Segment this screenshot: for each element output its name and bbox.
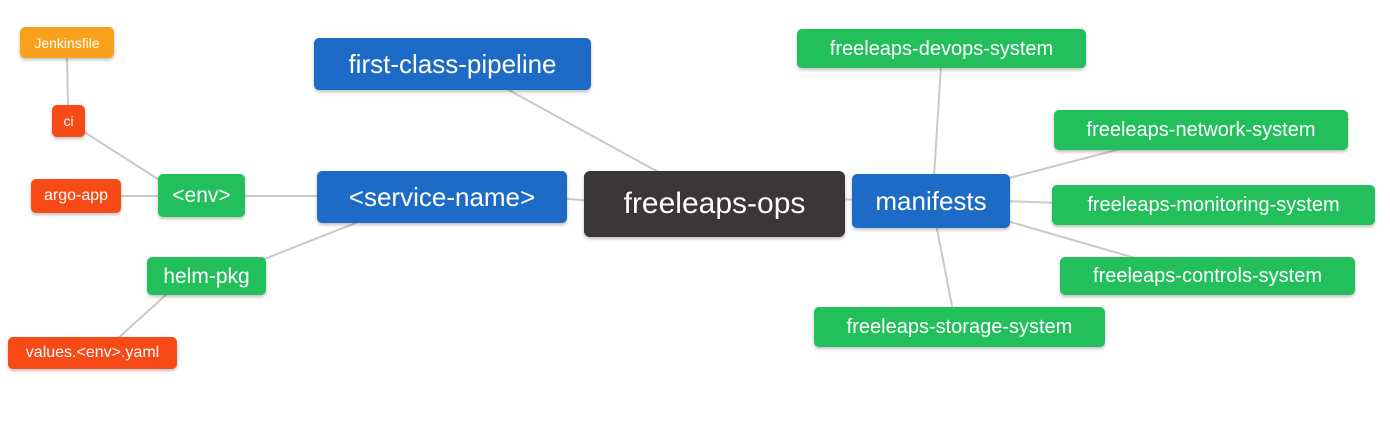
edge-service-name-helm-pkg <box>261 221 359 261</box>
node-freeleaps-network-system[interactable]: freeleaps-network-system <box>1054 110 1348 150</box>
node-values-env-yaml[interactable]: values.<env>.yaml <box>8 337 177 369</box>
edge-manifests-network-system <box>1004 147 1125 180</box>
node-first-class-pipeline[interactable]: first-class-pipeline <box>314 38 591 90</box>
node-service-name[interactable]: <service-name> <box>317 171 567 223</box>
node-env[interactable]: <env> <box>158 174 245 217</box>
node-helm-pkg[interactable]: helm-pkg <box>147 257 266 295</box>
node-freeleaps-ops-root[interactable]: freeleaps-ops <box>584 171 845 237</box>
node-ci[interactable]: ci <box>52 105 85 137</box>
node-freeleaps-devops-system[interactable]: freeleaps-devops-system <box>797 29 1086 68</box>
edge-manifests-controls-system <box>1006 220 1143 261</box>
node-argo-app[interactable]: argo-app <box>31 179 121 213</box>
edge-jenkinsfile-ci <box>66 55 69 108</box>
node-jenkinsfile[interactable]: Jenkinsfile <box>20 27 114 58</box>
edge-helm-pkg-values-env-yaml <box>115 292 169 341</box>
edge-manifests-devops-system <box>933 64 942 178</box>
edge-manifests-monitoring-system <box>1004 200 1059 204</box>
node-freeleaps-controls-system[interactable]: freeleaps-controls-system <box>1060 257 1355 295</box>
node-manifests[interactable]: manifests <box>852 174 1010 228</box>
edge-first-class-pipeline-freeleaps-ops <box>504 87 661 174</box>
node-freeleaps-storage-system[interactable]: freeleaps-storage-system <box>814 307 1105 347</box>
edge-manifests-storage-system <box>935 223 954 312</box>
node-freeleaps-monitoring-system[interactable]: freeleaps-monitoring-system <box>1052 185 1375 225</box>
